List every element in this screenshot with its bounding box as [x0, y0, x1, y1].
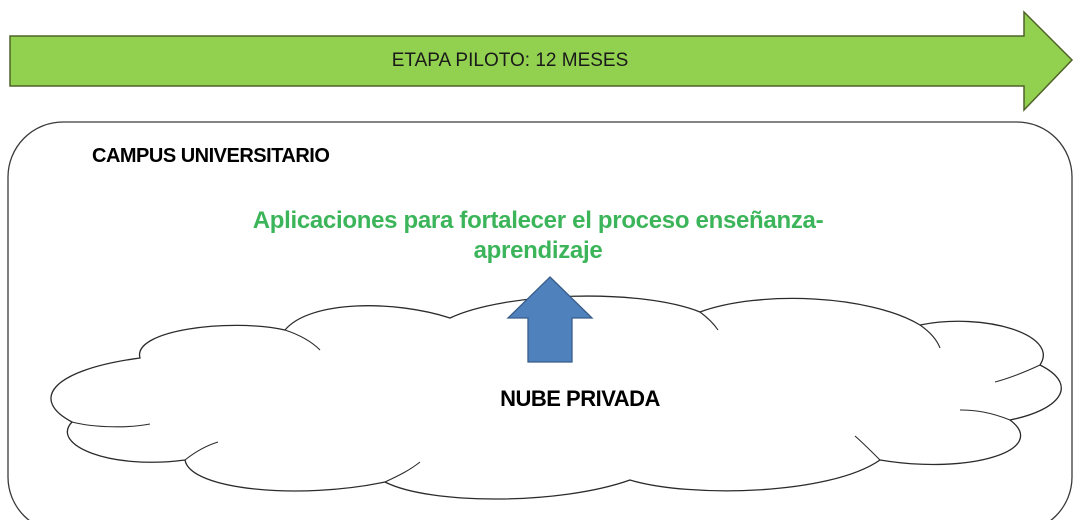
- timeline-arrow-shape: [9, 10, 1074, 112]
- cloud-inner-curve: [184, 441, 219, 461]
- cloud-inner-curve: [854, 435, 881, 461]
- applications-text-line2: aprendizaje: [474, 237, 603, 264]
- cloud-label: NUBE PRIVADA: [500, 386, 660, 411]
- up-arrow-icon: [506, 276, 594, 363]
- cloud-inner-curve: [284, 329, 321, 351]
- timeline-arrow: ETAPA PILOTO: 12 MESES: [9, 10, 1074, 112]
- cloud-inner-curve: [959, 409, 1011, 421]
- campus-title: CAMPUS UNIVERSITARIO: [92, 145, 329, 167]
- cloud-inner-curve: [384, 461, 421, 483]
- cloud-inner-curve: [699, 311, 719, 331]
- applications-text-line1: Aplicaciones para fortalecer el proceso …: [253, 207, 824, 234]
- cloud-shape: [50, 295, 1062, 500]
- cloud-inner-curve: [994, 364, 1041, 383]
- cloud-icon: [50, 295, 1062, 500]
- cloud-inner-curve: [919, 324, 941, 349]
- timeline-arrow-label: ETAPA PILOTO: 12 MESES: [392, 50, 629, 71]
- cloud-inner-curve: [71, 421, 151, 428]
